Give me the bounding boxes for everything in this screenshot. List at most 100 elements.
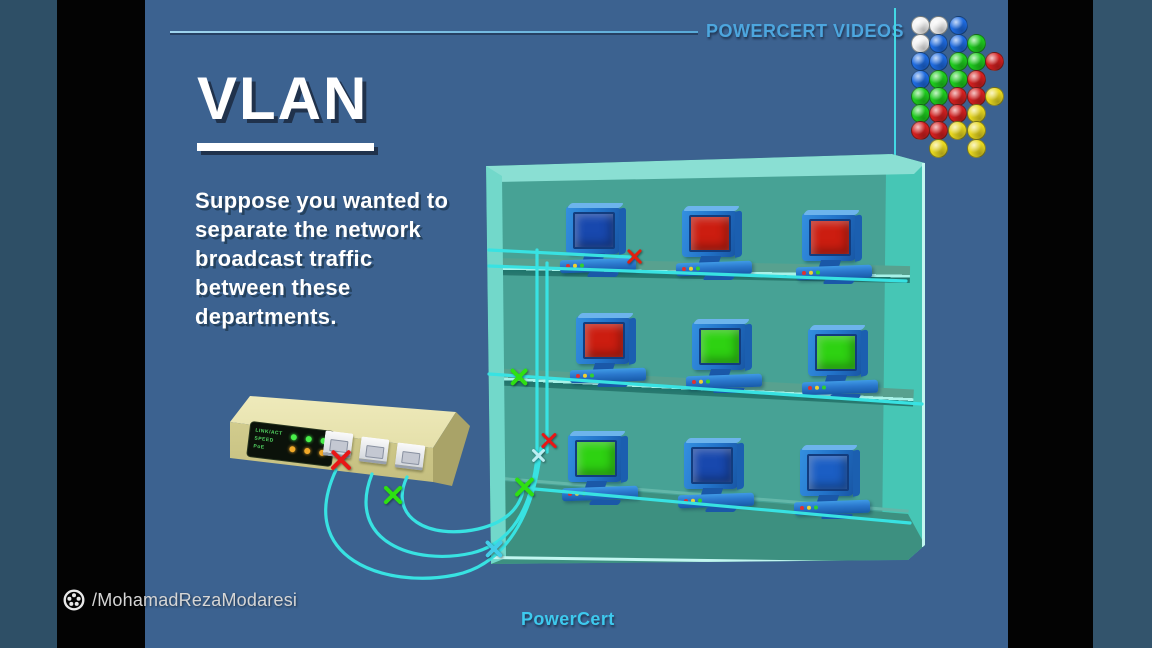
base-foot [596,382,630,387]
crt-monitor [576,316,630,364]
footer-brand: PowerCert [521,609,615,629]
desktop-base [801,379,879,396]
yellow-dot [967,139,986,158]
base-foot [704,507,738,512]
desktop-base [795,264,873,281]
yellow-dot [948,121,967,140]
base-leds [691,379,711,385]
red-led [565,263,571,269]
base-leds [681,266,701,272]
caption-line: separate the network [195,217,422,242]
green-led [815,270,821,275]
connection-x-marker [381,483,405,507]
crt-monitor [802,213,856,261]
page-title: VLAN [197,65,369,132]
desktop-base [675,260,753,277]
connection-x-marker [508,366,530,388]
base-leds [807,385,827,391]
yellow-led [698,379,704,384]
computer-r2c1 [568,316,652,390]
computer-r3c2 [676,441,760,515]
green-led [589,373,595,378]
computer-r1c2 [674,209,758,283]
yellow-led [690,498,696,503]
port-jack [401,451,421,466]
green-dot [929,87,948,106]
monitor-screen [691,447,733,484]
red-led [801,270,807,276]
title-underline [197,143,374,151]
yellow-led [572,263,578,268]
white-dot [911,16,930,35]
monitor-screen [573,212,615,249]
yellow-led [582,373,588,378]
red-led [567,491,573,497]
desktop-base [685,373,763,390]
monitor-screen [807,454,849,491]
base-foot [828,394,862,399]
caption-line: between these [195,275,351,300]
green-led [705,379,711,384]
yellow-led [688,266,694,271]
left-edge-strip [0,0,57,648]
crt-monitor [682,209,736,257]
red-led [683,498,689,504]
red-led [807,385,813,391]
white-dot [929,16,948,35]
red-led [799,505,805,511]
blue-dot [911,52,930,71]
header-rule [170,31,698,33]
green-dot [967,52,986,71]
computer-r3c3 [792,448,876,522]
base-leds [567,491,587,497]
network-switch: LINK/ACT SPEED PoE [224,386,474,491]
yellow-led [814,385,820,390]
vertical-divider-line [894,8,896,157]
desktop-base [569,367,647,384]
monitor-screen [689,215,731,252]
computer-r3c1 [560,434,644,508]
blue-dot [949,16,968,35]
computer-r1c3 [794,213,878,287]
green-dot [967,34,986,53]
right-edge-strip [1093,0,1152,648]
monitor-screen [583,322,625,359]
crt-monitor [692,322,746,370]
left-black-bar [57,0,145,648]
led-label: PoE [253,443,265,451]
green-led [579,263,585,268]
desktop-base [793,499,871,516]
red-led [691,379,697,385]
red-dot [929,121,948,140]
green-led [695,266,701,271]
caption-text: Suppose you wanted to separate the netwo… [195,186,448,331]
red-led [681,266,687,272]
green-dot [949,52,968,71]
computer-r1c1 [558,206,642,280]
base-leds [565,263,585,269]
right-black-bar [1008,0,1093,648]
base-leds [799,505,819,511]
green-led [305,435,313,443]
channel-brand: POWERCERT VIDEOS [706,21,905,41]
caption-line: broadcast traffic [195,246,373,271]
red-led [575,373,581,379]
watermark: /MohamadRezaModaresi [62,588,297,612]
base-leds [683,498,703,504]
crt-monitor [808,328,862,376]
caption-line: Suppose you wanted to [195,188,449,213]
connection-x-marker [328,447,354,473]
monitor-screen [699,328,741,365]
red-dot [967,70,986,89]
green-led [821,385,827,390]
green-led [813,505,819,510]
base-foot [822,279,856,284]
crt-monitor [800,448,854,496]
blue-dot [949,34,968,53]
base-foot [712,388,746,393]
watermark-text: /MohamadRezaModaresi [92,589,298,610]
monitor-screen [809,219,851,256]
blue-dot [929,34,948,53]
yellow-led [808,270,814,275]
